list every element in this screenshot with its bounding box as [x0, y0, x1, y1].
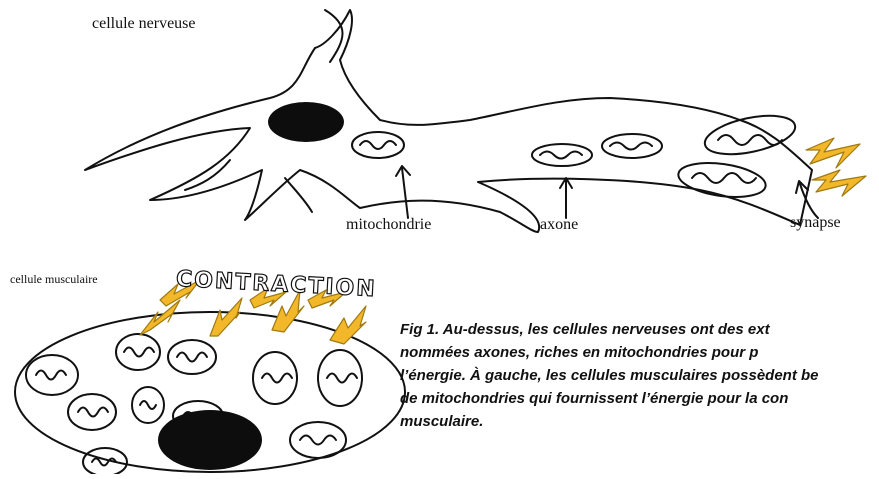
mitochondrion — [701, 109, 798, 161]
caption-line: nommées axones, riches en mitochondries … — [400, 341, 879, 364]
axon-label: axone — [540, 216, 578, 234]
muscle-cell-label: cellule musculaire — [10, 272, 98, 287]
energy-bolt — [140, 300, 180, 335]
mitochondrion — [290, 422, 346, 458]
arrow-mitochondrie — [402, 168, 408, 218]
muscle-nucleus — [158, 410, 262, 470]
caption-line: Fig 1. Au-dessus, les cellules nerveuses… — [400, 318, 879, 341]
dendrite-branch — [285, 178, 312, 212]
mitochondrion — [318, 350, 362, 406]
synapse-bolt — [806, 138, 860, 168]
mitochondria-label: mitochondrie — [346, 216, 431, 234]
nerve-cell-label: cellule nerveuse — [92, 15, 196, 33]
energy-bolt — [210, 298, 242, 336]
synapse-label: synapse — [790, 214, 841, 232]
mitochondrion — [83, 448, 127, 474]
nerve-cell-outline — [85, 10, 812, 232]
synapse-bolt — [812, 170, 866, 196]
energy-bolt — [330, 306, 366, 344]
caption-line: musculaire. — [400, 410, 879, 433]
nerve-nucleus — [268, 102, 344, 142]
figure-caption: Fig 1. Au-dessus, les cellules nerveuses… — [400, 318, 879, 433]
mitochondrion — [168, 340, 216, 374]
mitochondrion — [253, 352, 297, 404]
caption-line: de mitochondries qui fournissent l’énerg… — [400, 387, 879, 410]
mitochondrion — [26, 355, 78, 395]
dendrite-branch — [325, 10, 343, 62]
caption-line: l’énergie. À gauche, les cellules muscul… — [400, 364, 879, 387]
